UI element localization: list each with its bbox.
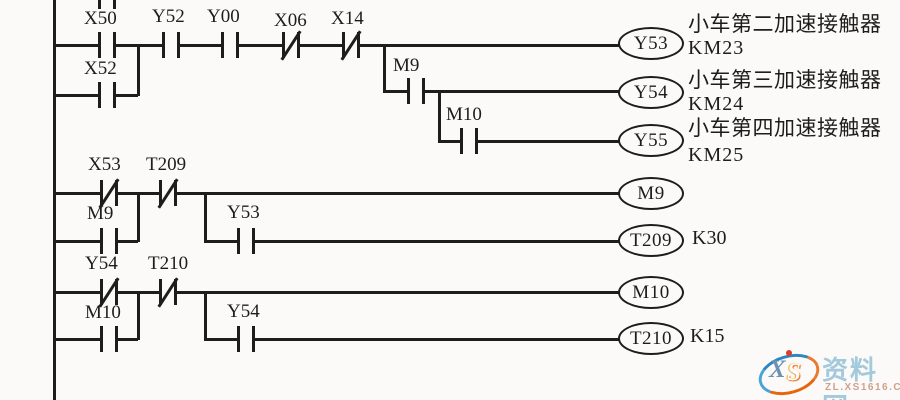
rung1-m9-branch-drop bbox=[383, 43, 386, 93]
rung3-parallel-join bbox=[137, 290, 140, 340]
rung1-m9-branch-line bbox=[383, 89, 620, 93]
coil-y55: Y55 bbox=[618, 124, 684, 157]
contact-label-x06: X06 bbox=[274, 10, 307, 31]
contact-label-y00: Y00 bbox=[207, 6, 240, 27]
rung2-parallel-join bbox=[137, 191, 140, 242]
coil-t210: T210 bbox=[618, 322, 684, 355]
contact-y53-seal-icon bbox=[237, 228, 255, 254]
rung1-parallel-join bbox=[137, 43, 140, 96]
contact-label-t210: T210 bbox=[148, 253, 189, 274]
rung3-m10-parallel-line bbox=[53, 337, 138, 341]
partial-contact-top-left-bar bbox=[98, 0, 101, 9]
coil-desc-y54: 小车第三加速接触器 bbox=[688, 68, 882, 92]
contact-label-x14: X14 bbox=[331, 8, 364, 29]
rung3-main-line bbox=[53, 290, 620, 294]
contact-label-y54-seal: Y54 bbox=[227, 301, 260, 322]
contact-x14-nc-icon bbox=[340, 29, 362, 61]
watermark-logo-x: X bbox=[769, 356, 786, 383]
timer-preset-t209: K30 bbox=[692, 227, 727, 249]
rung2-m9-parallel-line bbox=[53, 239, 138, 243]
rung2-seal-branch-drop bbox=[204, 191, 207, 242]
contact-label-y53-seal: Y53 bbox=[227, 202, 260, 223]
coil-label-y54: Y54 bbox=[633, 81, 669, 103]
coil-label-y53: Y53 bbox=[633, 32, 669, 54]
contact-label-m9-seal: M9 bbox=[87, 203, 114, 224]
coil-label-y55: Y55 bbox=[633, 129, 669, 151]
contact-label-m10: M10 bbox=[446, 104, 482, 125]
watermark-dot-icon bbox=[786, 350, 792, 356]
rung1-x52-branch-line bbox=[53, 93, 138, 97]
contact-label-y54-nc: Y54 bbox=[85, 253, 118, 274]
contact-label-t209: T209 bbox=[146, 154, 187, 175]
coil-device-y55: KM25 bbox=[688, 144, 745, 166]
coil-desc-y55: 小车第四加速接触器 bbox=[688, 116, 882, 140]
watermark: X S 资料网 ZL.XS1616.COM bbox=[753, 347, 900, 400]
rung1-m10-branch-line bbox=[438, 139, 620, 143]
contact-t209-nc-icon bbox=[157, 177, 179, 209]
contact-y54-nc-icon bbox=[98, 276, 120, 308]
contact-x06-nc-icon bbox=[280, 29, 302, 61]
contact-x53-nc-icon bbox=[98, 177, 120, 209]
contact-x52-icon bbox=[98, 82, 116, 108]
coil-y53: Y53 bbox=[618, 27, 684, 60]
contact-label-x53: X53 bbox=[88, 154, 121, 175]
coil-m9: M9 bbox=[618, 177, 684, 210]
rung2-t209-branch-line bbox=[204, 239, 620, 243]
contact-y00-icon bbox=[221, 32, 239, 58]
rung1-m10-branch-drop bbox=[438, 89, 441, 143]
contact-label-x52: X52 bbox=[84, 58, 117, 79]
contact-label-x50: X50 bbox=[84, 8, 117, 29]
contact-m9-seal-icon bbox=[100, 228, 118, 254]
coil-label-t210: T210 bbox=[629, 327, 673, 349]
watermark-site-name: 资料网 bbox=[822, 355, 879, 400]
partial-contact-top-right-bar bbox=[113, 0, 116, 9]
left-power-rail bbox=[53, 0, 56, 400]
coil-y54: Y54 bbox=[618, 76, 684, 109]
coil-label-t209: T209 bbox=[629, 229, 673, 251]
watermark-logo-s: S bbox=[787, 359, 801, 386]
contact-label-y52: Y52 bbox=[152, 6, 185, 27]
contact-label-m10-seal: M10 bbox=[85, 302, 121, 323]
coil-desc-y53: 小车第二加速接触器 bbox=[688, 12, 882, 36]
contact-t210-nc-icon bbox=[157, 276, 179, 308]
contact-y52-icon bbox=[162, 32, 180, 58]
contact-x50-icon bbox=[98, 32, 116, 58]
contact-m10-seal-icon bbox=[100, 326, 118, 352]
rung3-t210-branch-line bbox=[204, 337, 620, 341]
coil-m10: M10 bbox=[618, 276, 684, 309]
contact-label-m9: M9 bbox=[393, 55, 420, 76]
coil-label-m10: M10 bbox=[632, 281, 670, 303]
contact-m9-icon bbox=[407, 78, 425, 104]
coil-label-m9: M9 bbox=[637, 182, 665, 204]
coil-device-y54: KM24 bbox=[688, 93, 745, 115]
contact-y54-seal-icon bbox=[237, 326, 255, 352]
contact-m10-icon bbox=[460, 128, 478, 154]
rung3-seal-branch-drop bbox=[204, 290, 207, 340]
watermark-site-url: ZL.XS1616.COM bbox=[825, 382, 900, 393]
timer-preset-t210: K15 bbox=[690, 325, 725, 347]
coil-device-y53: KM23 bbox=[688, 37, 745, 59]
rung1-main-line bbox=[53, 43, 620, 47]
coil-t209: T209 bbox=[618, 224, 684, 257]
rung2-main-line bbox=[53, 191, 620, 195]
